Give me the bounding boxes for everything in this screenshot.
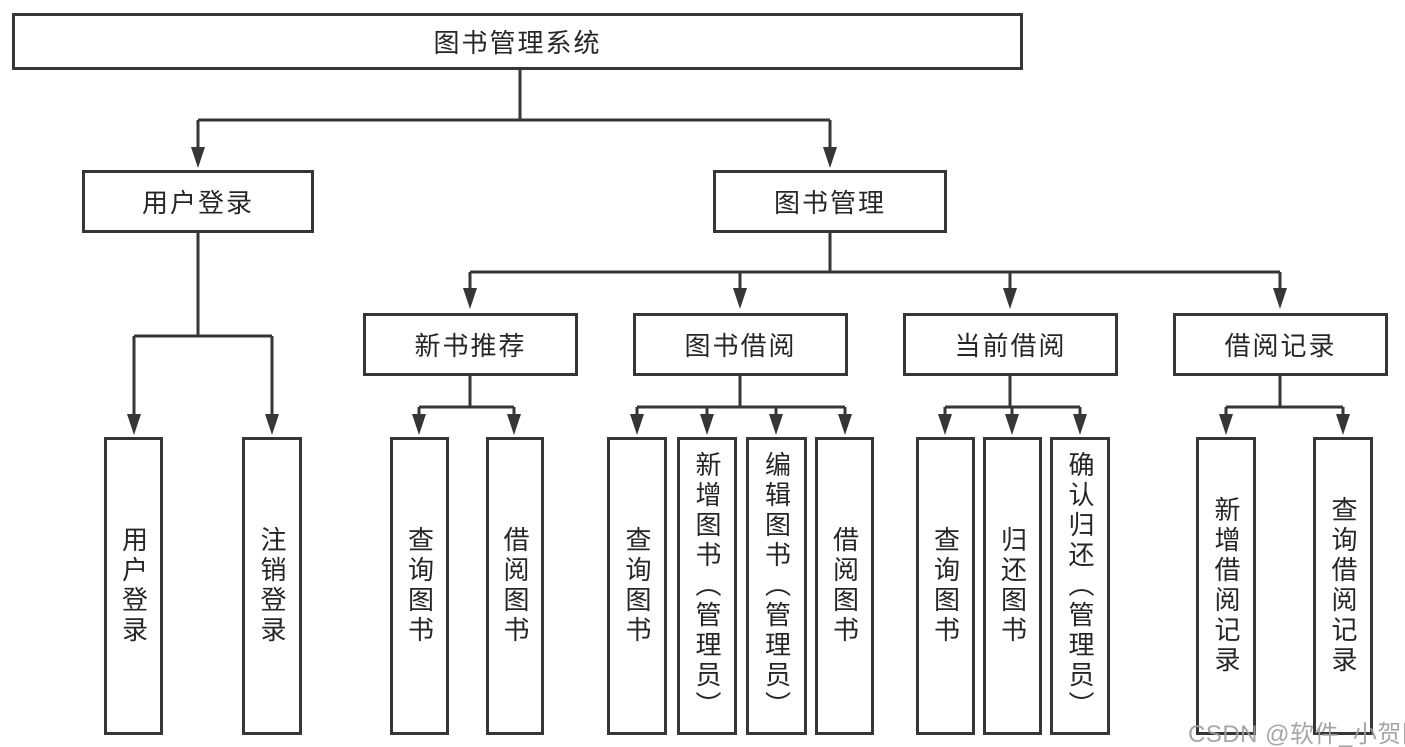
node-user-login: 用户登录 xyxy=(82,170,314,233)
node-label: 新书推荐 xyxy=(414,331,527,361)
node-label: 查询图书 xyxy=(622,526,652,646)
arrowhead xyxy=(1336,414,1350,435)
node-label: 归还图书 xyxy=(997,526,1028,646)
arrowhead xyxy=(191,147,205,168)
node-leaf-edit-books-admin: 编辑图书（管理员） xyxy=(746,437,807,735)
node-library-management-system: 图书管理系统 xyxy=(12,13,1023,70)
node-leaf-query-borrow-record: 查询借阅记录 xyxy=(1313,437,1373,735)
node-label: 用户登录 xyxy=(141,188,254,218)
node-label: 查询图书 xyxy=(404,526,435,646)
arrowhead xyxy=(507,414,521,435)
node-leaf-query-books: 查询图书 xyxy=(916,437,975,735)
node-label: 新增图书（管理员） xyxy=(692,451,722,721)
arrowhead xyxy=(733,288,747,309)
node-label: 当前借阅 xyxy=(954,331,1067,361)
node-current-borrowing: 当前借阅 xyxy=(903,313,1118,376)
node-label: 图书管理系统 xyxy=(433,28,602,58)
node-label: 注销登录 xyxy=(257,526,287,646)
node-label: 编辑图书（管理员） xyxy=(761,451,792,721)
node-label: 借阅图书 xyxy=(829,526,860,646)
node-label: 确认归还（管理员） xyxy=(1065,451,1095,721)
node-label: 查询借阅记录 xyxy=(1328,496,1358,676)
arrowhead xyxy=(1003,288,1017,309)
arrowhead xyxy=(1073,414,1087,435)
node-leaf-borrow-books: 借阅图书 xyxy=(486,437,544,735)
node-label: 图书管理 xyxy=(773,188,886,218)
arrowhead xyxy=(838,414,852,435)
arrowhead xyxy=(700,414,714,435)
node-label: 用户登录 xyxy=(118,526,149,646)
csdn-watermark: CSDN @软件_小贺同学 xyxy=(1188,721,1405,747)
node-leaf-borrow-books: 借阅图书 xyxy=(815,437,874,735)
arrowhead xyxy=(265,414,279,435)
node-label: 查询图书 xyxy=(930,526,961,646)
node-label: 图书借阅 xyxy=(684,331,797,361)
node-leaf-add-borrow-record: 新增借阅记录 xyxy=(1196,437,1256,735)
node-leaf-add-books-admin: 新增图书（管理员） xyxy=(677,437,737,735)
node-leaf-user-login: 用户登录 xyxy=(104,437,163,735)
node-label: 借阅图书 xyxy=(500,526,530,646)
arrowhead xyxy=(769,414,783,435)
arrowhead xyxy=(938,414,952,435)
node-leaf-logout: 注销登录 xyxy=(242,437,302,735)
node-leaf-return-books: 归还图书 xyxy=(983,437,1042,735)
arrowhead xyxy=(1005,414,1019,435)
node-label: 新增借阅记录 xyxy=(1211,496,1241,676)
arrowhead xyxy=(127,414,141,435)
arrowhead xyxy=(1273,288,1287,309)
node-borrowing-records: 借阅记录 xyxy=(1173,313,1388,376)
arrowhead xyxy=(823,147,837,168)
node-leaf-query-books: 查询图书 xyxy=(607,437,667,735)
arrowhead xyxy=(412,414,426,435)
node-label: 借阅记录 xyxy=(1224,331,1337,361)
node-leaf-confirm-return-admin: 确认归还（管理员） xyxy=(1050,437,1110,735)
node-book-management: 图书管理 xyxy=(713,170,947,233)
arrowhead xyxy=(463,288,477,309)
arrowhead xyxy=(1219,414,1233,435)
node-leaf-query-books: 查询图书 xyxy=(390,437,449,735)
node-book-borrowing: 图书借阅 xyxy=(633,313,848,376)
node-new-book-recommend: 新书推荐 xyxy=(363,313,578,376)
arrowhead xyxy=(630,414,644,435)
